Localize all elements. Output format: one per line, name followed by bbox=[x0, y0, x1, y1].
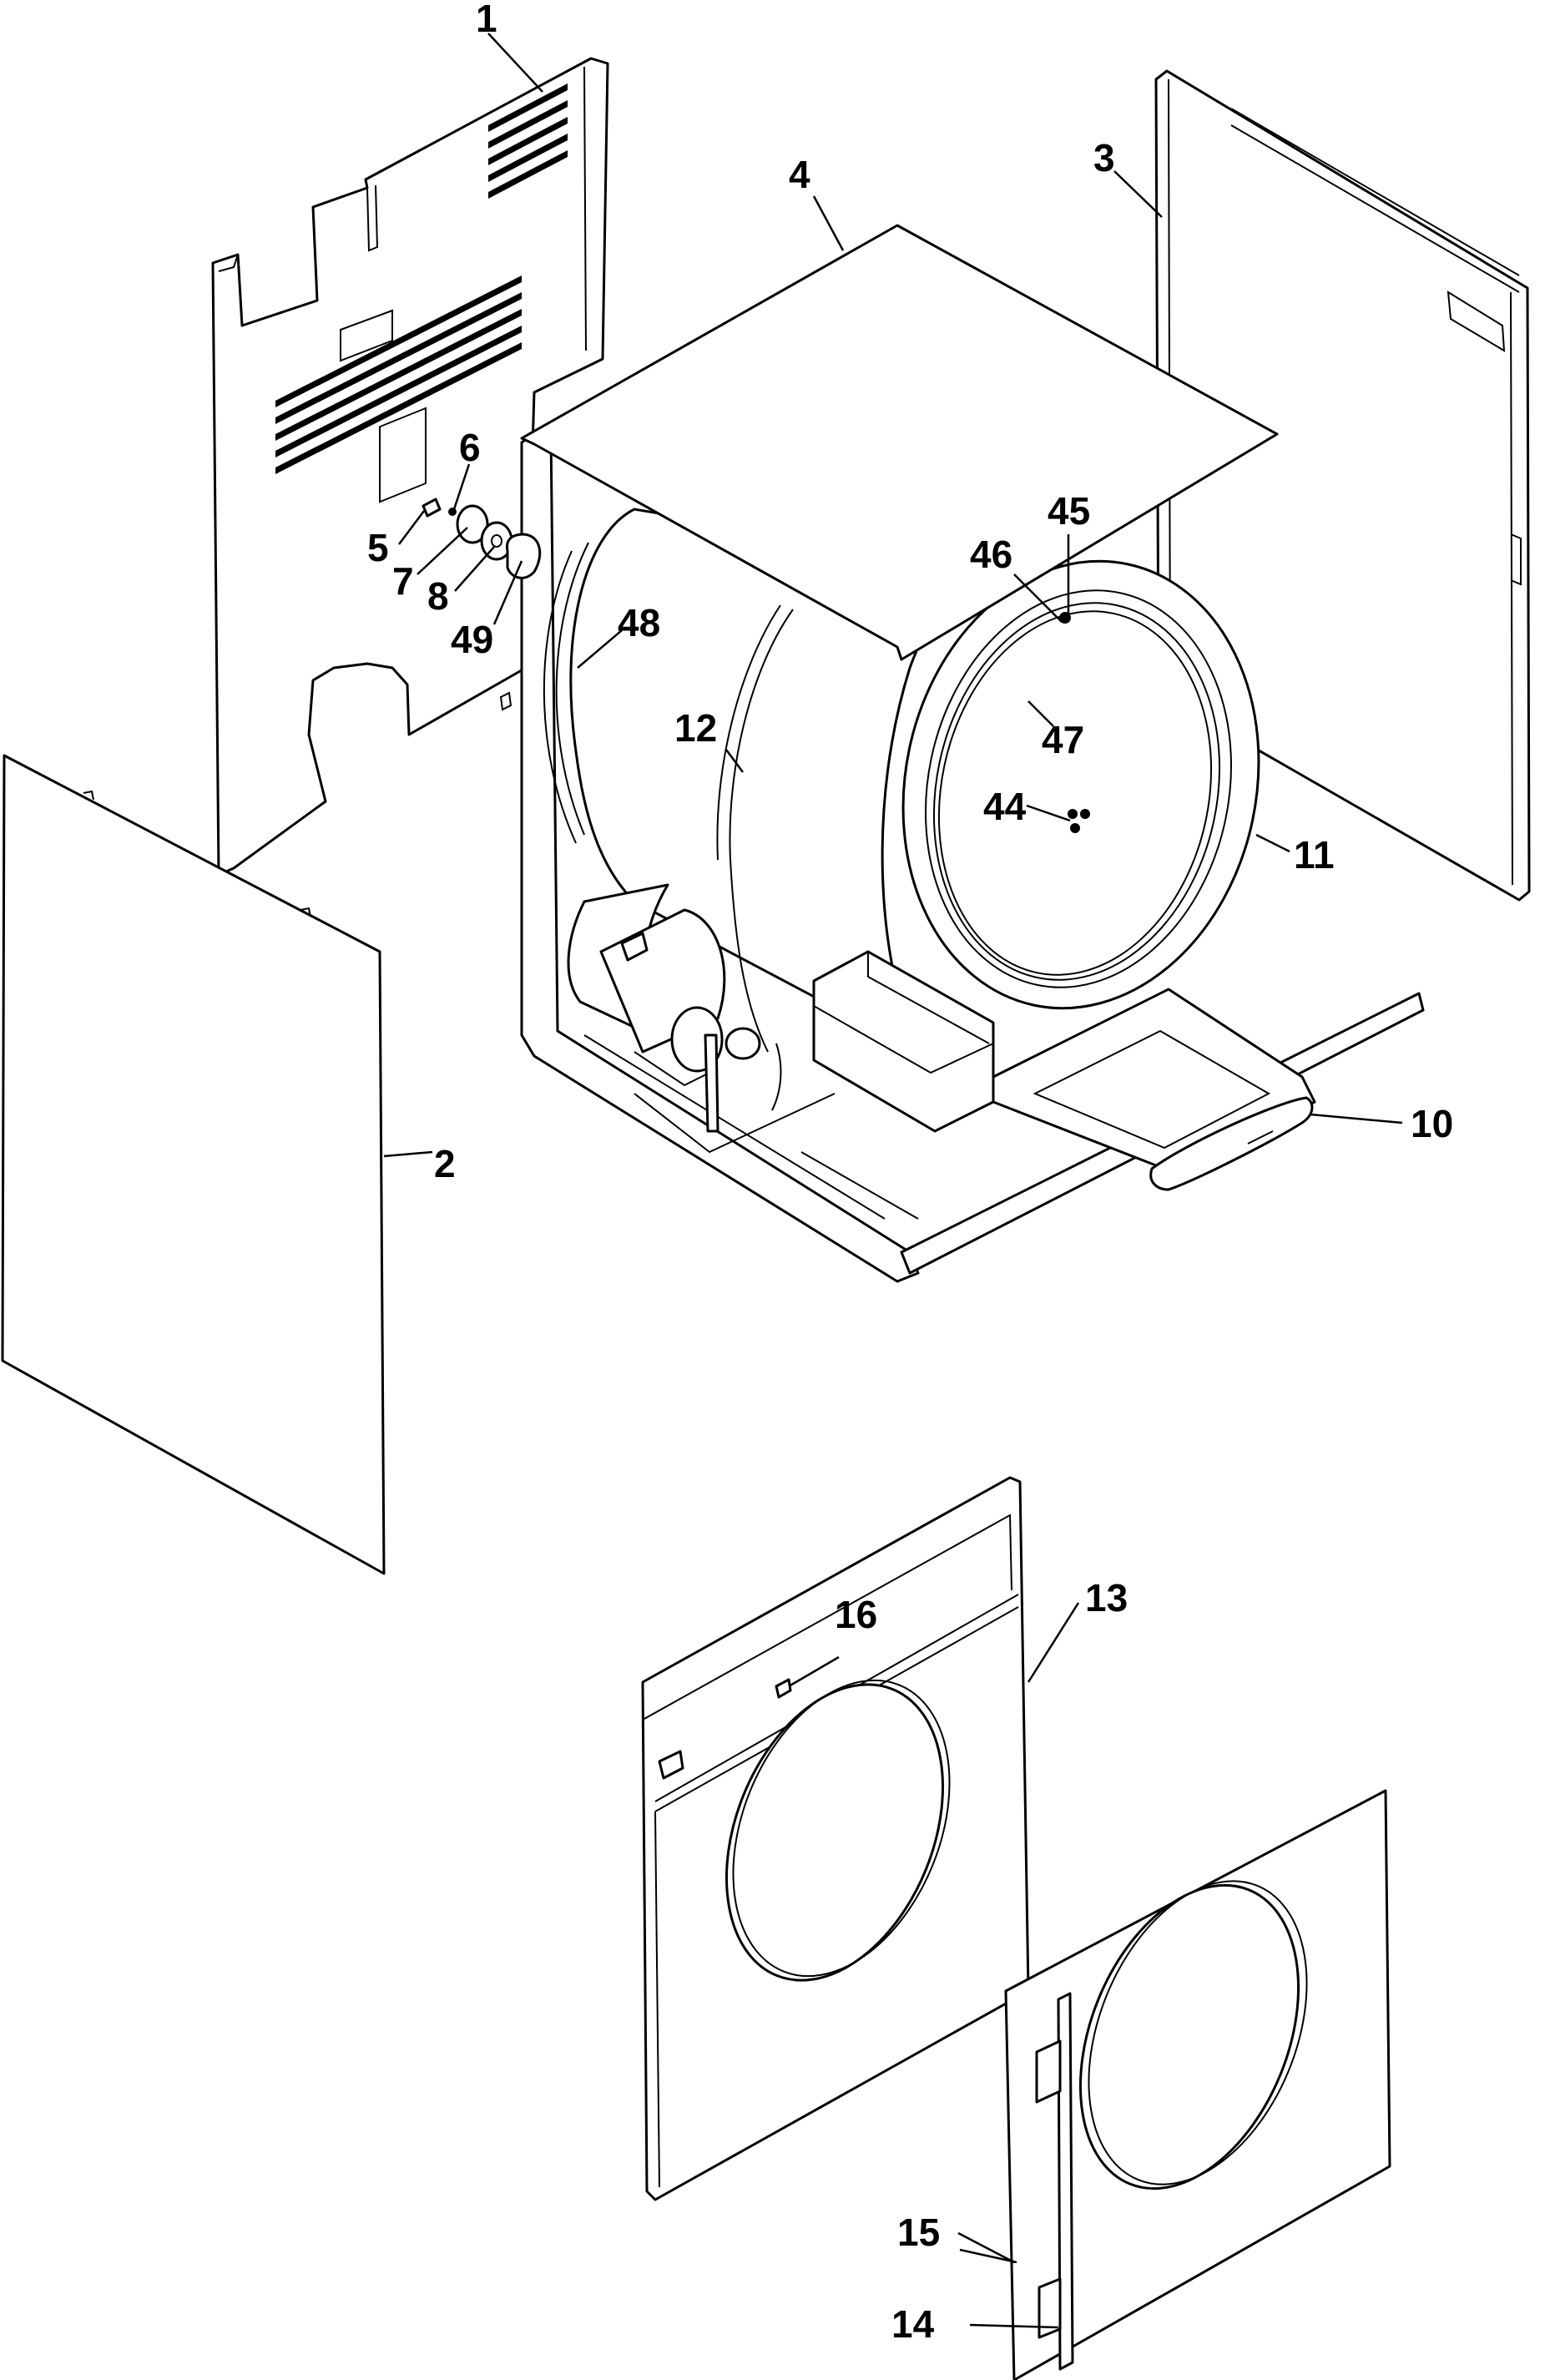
leader-16 bbox=[788, 1655, 840, 1688]
part-front-panel bbox=[1004, 1789, 1391, 2380]
leader-11 bbox=[1255, 833, 1290, 853]
callout-45: 45 bbox=[1048, 489, 1090, 533]
callout-49: 49 bbox=[451, 618, 493, 661]
callout-2: 2 bbox=[434, 1142, 456, 1185]
leader-lines bbox=[383, 33, 1403, 2329]
part-top-panel bbox=[520, 224, 1279, 661]
callout-47: 47 bbox=[1042, 718, 1084, 761]
part-lint-drawer bbox=[992, 988, 1316, 1191]
callout-16: 16 bbox=[835, 1593, 877, 1636]
rear-panel-small-parts bbox=[422, 498, 542, 579]
callout-5: 5 bbox=[367, 526, 389, 569]
callout-48: 48 bbox=[618, 601, 660, 644]
callout-labels: 1 2 3 4 5 6 7 8 10 11 12 13 14 15 16 44 … bbox=[367, 0, 1453, 2346]
callout-15: 15 bbox=[897, 2211, 940, 2254]
part-left-side-panel bbox=[1, 754, 386, 1575]
callout-7: 7 bbox=[392, 559, 414, 603]
motor-assembly bbox=[567, 883, 782, 1133]
part-rear-panel bbox=[211, 57, 609, 877]
leader-48 bbox=[577, 629, 623, 669]
leader-8 bbox=[454, 546, 495, 592]
leader-4 bbox=[812, 195, 845, 251]
callout-14: 14 bbox=[891, 2302, 935, 2346]
leader-15 bbox=[959, 2248, 1017, 2264]
heater-duct bbox=[812, 950, 995, 1133]
leader-47 bbox=[1027, 700, 1054, 727]
callout-6: 6 bbox=[459, 426, 481, 469]
leader-2 bbox=[383, 1150, 433, 1158]
callout-46: 46 bbox=[970, 533, 1012, 576]
leader-7 bbox=[417, 527, 468, 575]
leader-44 bbox=[1026, 804, 1071, 822]
callout-11: 11 bbox=[1294, 833, 1335, 877]
callout-8: 8 bbox=[427, 574, 449, 618]
leader-14 bbox=[969, 2323, 1059, 2329]
leader-12 bbox=[725, 749, 745, 773]
callout-13: 13 bbox=[1085, 1576, 1128, 1620]
callout-4: 4 bbox=[789, 153, 810, 196]
leader-6 bbox=[452, 463, 471, 510]
leader-1 bbox=[487, 33, 543, 93]
leader-46 bbox=[1013, 574, 1063, 623]
callout-10: 10 bbox=[1411, 1102, 1453, 1145]
leader-13 bbox=[1027, 1602, 1080, 1683]
callout-1: 1 bbox=[476, 0, 497, 40]
rear-panel-vents bbox=[275, 83, 568, 474]
leader-5 bbox=[398, 510, 425, 545]
leader-3 bbox=[1113, 170, 1163, 218]
callout-44: 44 bbox=[983, 785, 1027, 828]
callout-3: 3 bbox=[1093, 136, 1115, 179]
part-front-ring bbox=[901, 559, 1260, 1010]
leader-10 bbox=[1310, 1113, 1403, 1124]
leader-49 bbox=[492, 560, 523, 625]
callout-12: 12 bbox=[674, 706, 717, 750]
leader-14-guide bbox=[957, 2231, 1015, 2264]
part-front-frame bbox=[641, 1476, 1030, 2201]
